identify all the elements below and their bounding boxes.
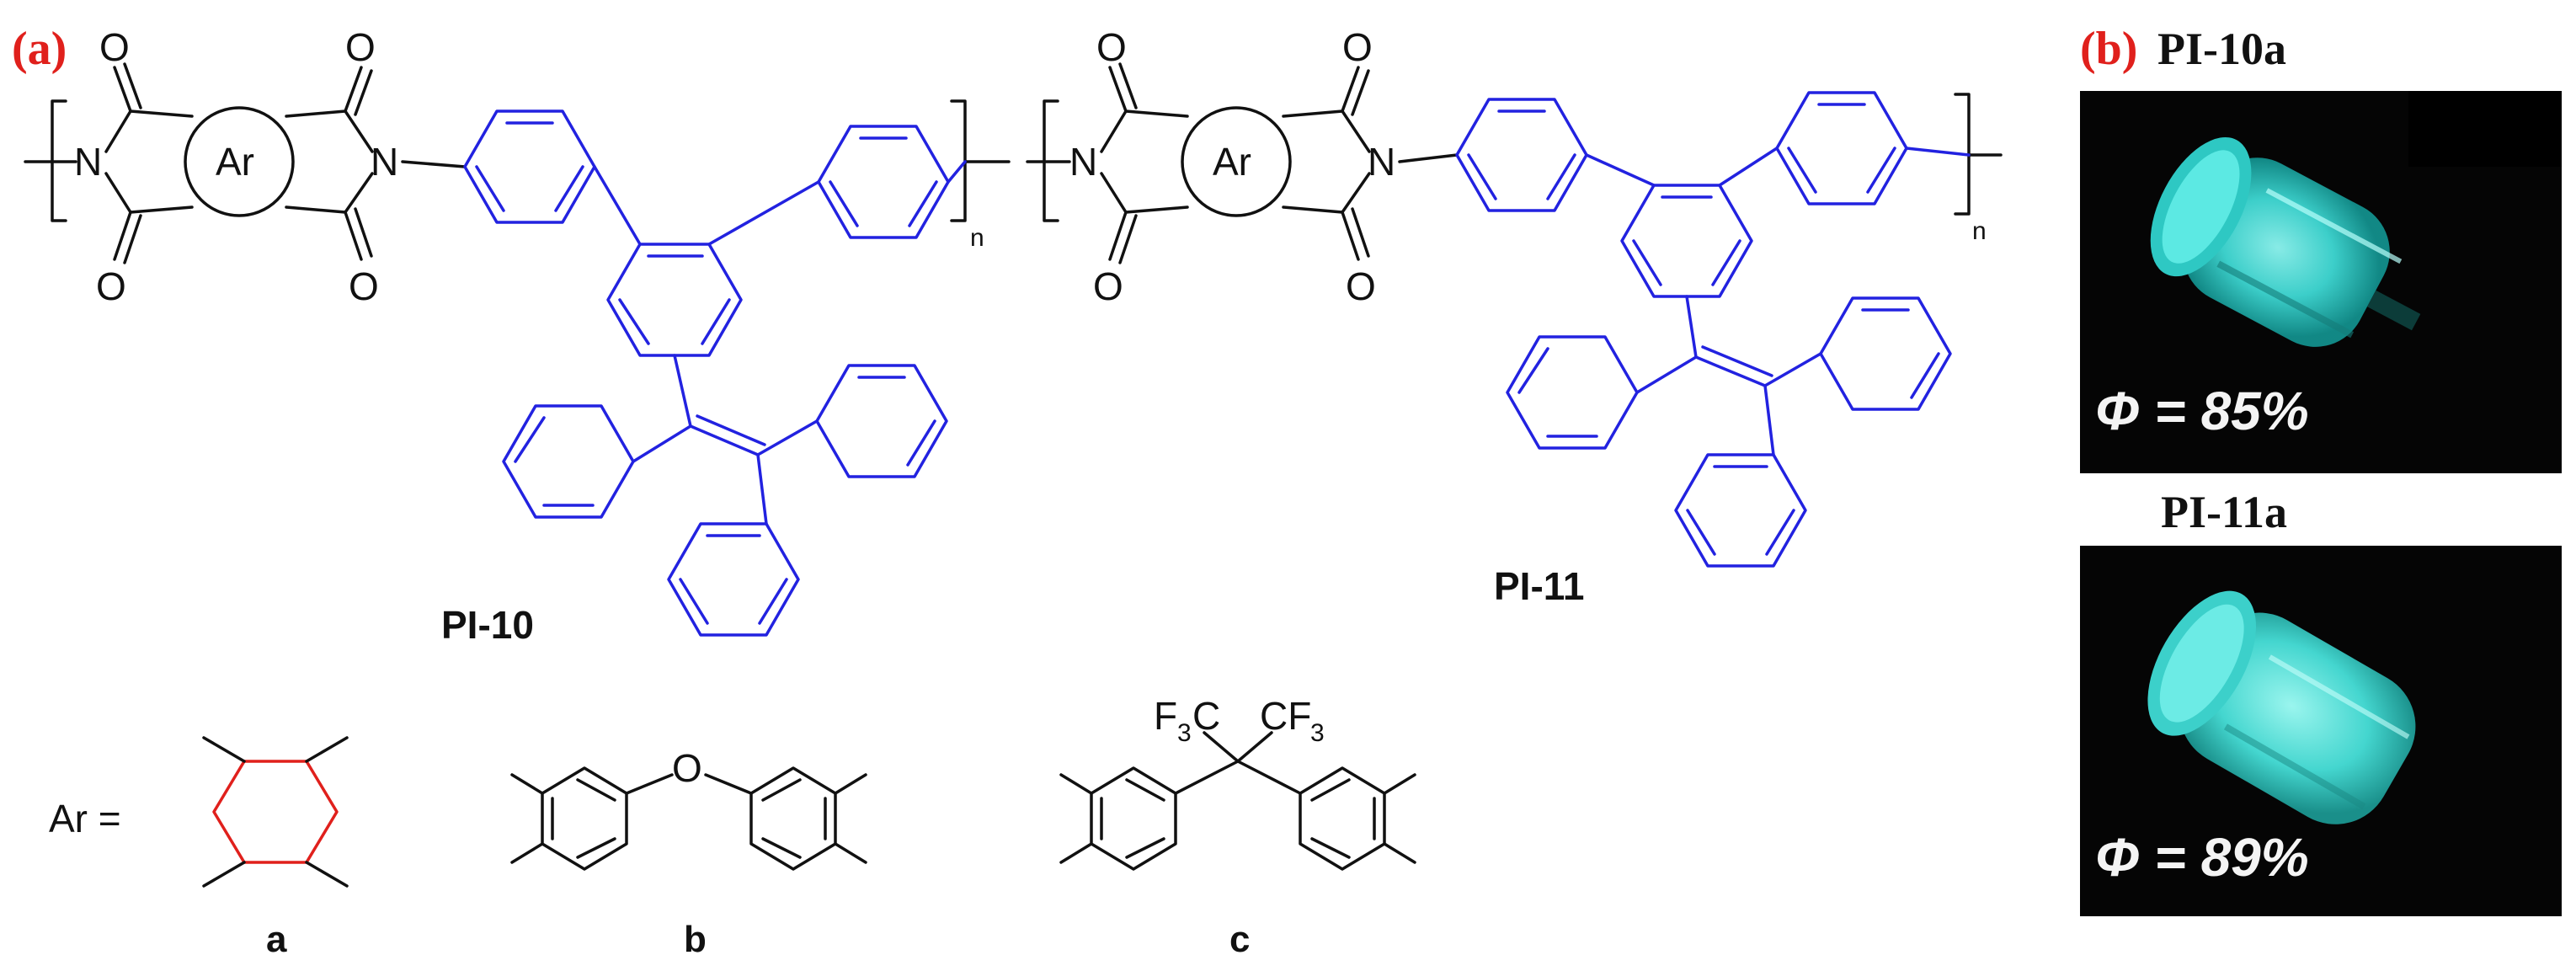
pi10-nitrogen-right: N (371, 140, 398, 184)
pi10-repeat-n: n (970, 224, 984, 252)
pi11-label: PI-11 (1494, 564, 1584, 608)
pi11-ar-core (1181, 106, 1292, 217)
ar-option-a-label: a (266, 919, 287, 960)
ar-option-c-cf3-left-c: C (1192, 694, 1220, 738)
panel-b-tag: (b) (2080, 23, 2137, 75)
photo-2-title: PI-11a (2161, 487, 2287, 537)
ar-option-b-oxygen: O (672, 746, 702, 790)
ar-option-c-cf3-right-sub: 3 (1310, 719, 1325, 747)
pi11-oxygen-1: O (1096, 25, 1127, 69)
photo-2-quantum-yield: Φ = 89% (2095, 827, 2309, 888)
pi10-oxygen-4: O (349, 264, 379, 308)
pi10-ar-core (184, 106, 295, 217)
pi11-nitrogen-left: N (1069, 140, 1097, 184)
photo-pi11a: Φ = 89% (2080, 546, 2562, 916)
pi11-oxygen-2: O (1093, 264, 1123, 308)
pi10-oxygen-3: O (345, 25, 376, 69)
pi10-ar-label: Ar (216, 140, 254, 184)
pi11-repeat-n: n (1972, 217, 1987, 245)
pi10-nitrogen-left: N (74, 140, 102, 184)
ar-option-c-cf3-left-f: F (1154, 694, 1177, 738)
pi10-oxygen-2: O (96, 264, 126, 308)
ar-option-b-label: b (684, 919, 707, 960)
pi11-tpe-unit (1455, 91, 1971, 568)
ar-definitions: Ar = a O b (49, 694, 1416, 960)
pi10-structure: n N O O Ar O O N (24, 25, 1011, 647)
pi10-right-bracket (950, 99, 967, 222)
ar-option-b: O b (510, 746, 867, 960)
ar-option-a: a (202, 736, 349, 960)
ar-option-c-cf3-left-sub: 3 (1177, 719, 1192, 747)
pi10-oxygen-1: O (99, 25, 130, 69)
ar-option-c-cf3-right: CF (1260, 694, 1311, 738)
pi11-oxygen-4: O (1346, 264, 1376, 308)
pi11-structure: n N O O Ar O O N (1026, 25, 2003, 608)
pi10-label: PI-10 (441, 603, 534, 647)
pi11-nitrogen-right: N (1368, 140, 1395, 184)
ar-equals-label: Ar = (49, 797, 121, 840)
ar-option-c-label: c (1229, 919, 1250, 960)
photo-1-quantum-yield: Φ = 85% (2095, 381, 2309, 441)
photo-pi10a: Φ = 85% (2080, 91, 2562, 473)
ar-option-c: F 3 C CF 3 c (1059, 694, 1416, 960)
pi10-tpe-unit (463, 109, 967, 637)
pi11-oxygen-3: O (1342, 25, 1373, 69)
pi11-ar-label: Ar (1213, 140, 1251, 184)
panel-a-tag: (a) (12, 23, 67, 75)
photo-1-title: PI-10a (2157, 24, 2286, 74)
